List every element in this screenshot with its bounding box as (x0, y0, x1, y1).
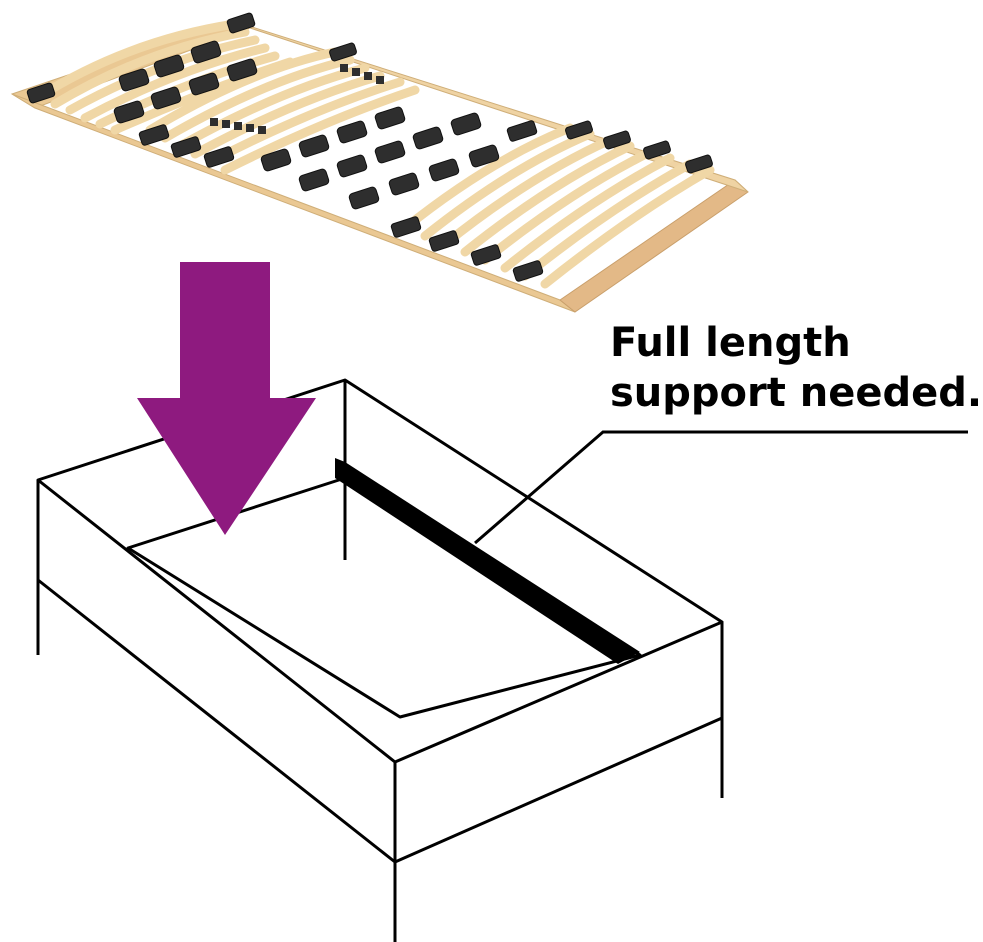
slat (540, 165, 715, 289)
clip (210, 118, 218, 126)
callout-leader-line (474, 430, 968, 545)
slat (480, 147, 655, 265)
slat (35, 19, 240, 101)
clip (234, 122, 242, 130)
slat (175, 63, 370, 151)
bracket (643, 140, 671, 160)
bracket (428, 158, 460, 182)
slat (205, 77, 405, 167)
slat-brackets (26, 12, 713, 282)
clip (340, 64, 348, 72)
bracket (603, 130, 631, 150)
frame-bottom-right (394, 716, 723, 864)
bracket (470, 244, 502, 266)
slats-middle (145, 47, 420, 175)
bracket (138, 124, 170, 146)
slat (145, 47, 340, 135)
callout-line-2: support needed. (610, 370, 983, 416)
clip (364, 72, 372, 80)
bracket (390, 216, 422, 238)
bracket (26, 82, 56, 104)
center-clips (210, 64, 384, 134)
callout-text: Full length support needed. (610, 318, 982, 418)
bracket (450, 112, 482, 136)
bracket (298, 134, 330, 158)
slat (50, 27, 250, 109)
bracket (170, 136, 202, 158)
clip (246, 124, 254, 132)
slat (220, 85, 420, 175)
bracket (388, 172, 420, 196)
bracket (336, 154, 368, 178)
bracket (412, 126, 444, 150)
bracket (190, 40, 222, 64)
slats-right (400, 123, 715, 289)
bracket (153, 54, 185, 78)
slat (520, 159, 695, 281)
slat (500, 153, 675, 273)
bracket (113, 100, 145, 124)
clip (352, 68, 360, 76)
bracket (374, 106, 406, 130)
bracket (428, 230, 460, 252)
clip (376, 76, 384, 84)
slatted-bed-base-icon (10, 12, 749, 313)
slat (460, 141, 635, 257)
bracket (506, 120, 538, 142)
bracket (298, 168, 330, 192)
bracket (118, 68, 150, 92)
bracket (226, 58, 258, 82)
bracket (226, 12, 256, 34)
slat (440, 135, 615, 249)
clip (222, 120, 230, 128)
bracket (150, 86, 182, 110)
slat (80, 43, 270, 123)
bracket (685, 154, 713, 174)
clip (258, 126, 266, 134)
bracket (203, 146, 235, 168)
bracket (260, 148, 292, 172)
callout-line-1: Full length (610, 320, 851, 366)
slat (400, 123, 575, 233)
bracket (565, 120, 593, 140)
down-arrow-icon (137, 262, 316, 535)
bracket (512, 260, 544, 282)
frame-bottom-left (37, 578, 396, 864)
bracket (336, 120, 368, 144)
slat (420, 129, 595, 241)
slat (160, 55, 355, 143)
frame-top-inner (126, 476, 642, 719)
bracket (348, 186, 380, 210)
bracket (468, 144, 500, 168)
slat (190, 71, 385, 159)
bracket (188, 72, 220, 96)
support-beam (335, 458, 640, 664)
bracket (374, 140, 406, 164)
bracket (329, 42, 357, 62)
